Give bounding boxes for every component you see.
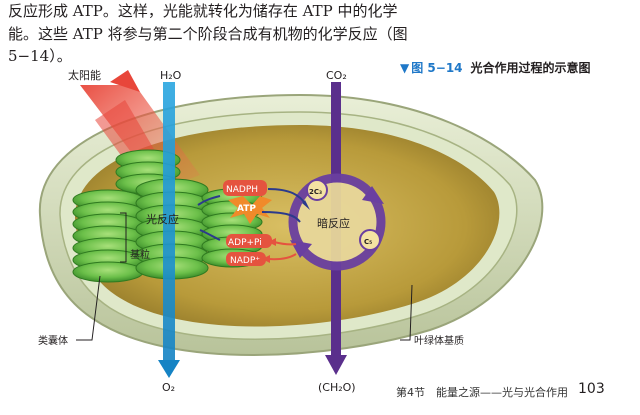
- label-2c3: 2C₃: [309, 188, 322, 196]
- label-nadp: NADP⁺: [230, 256, 260, 266]
- label-nadph: NADPH: [226, 185, 258, 195]
- label-stroma: 叶绿体基质: [414, 334, 464, 347]
- label-adp-pi: ADP+Pi: [228, 238, 262, 248]
- page-footer-section: 第4节 能量之源——光与光合作用: [396, 384, 568, 400]
- label-dark-reaction: 暗反应: [317, 216, 350, 230]
- label-atp: ATP: [237, 204, 256, 214]
- label-thylakoid: 类囊体: [38, 334, 68, 347]
- label-water: H₂O: [160, 69, 182, 82]
- granum-left: [73, 190, 143, 282]
- label-o2: O₂: [162, 381, 175, 394]
- page-number: 103: [578, 381, 605, 397]
- label-grana: 基粒: [130, 248, 150, 261]
- label-co2: CO₂: [326, 69, 347, 82]
- label-ch2o: (CH₂O): [318, 381, 356, 394]
- label-sunlight: 太阳能: [68, 68, 101, 82]
- label-c5: C₅: [364, 238, 372, 246]
- label-light-reaction: 光反应: [146, 212, 179, 226]
